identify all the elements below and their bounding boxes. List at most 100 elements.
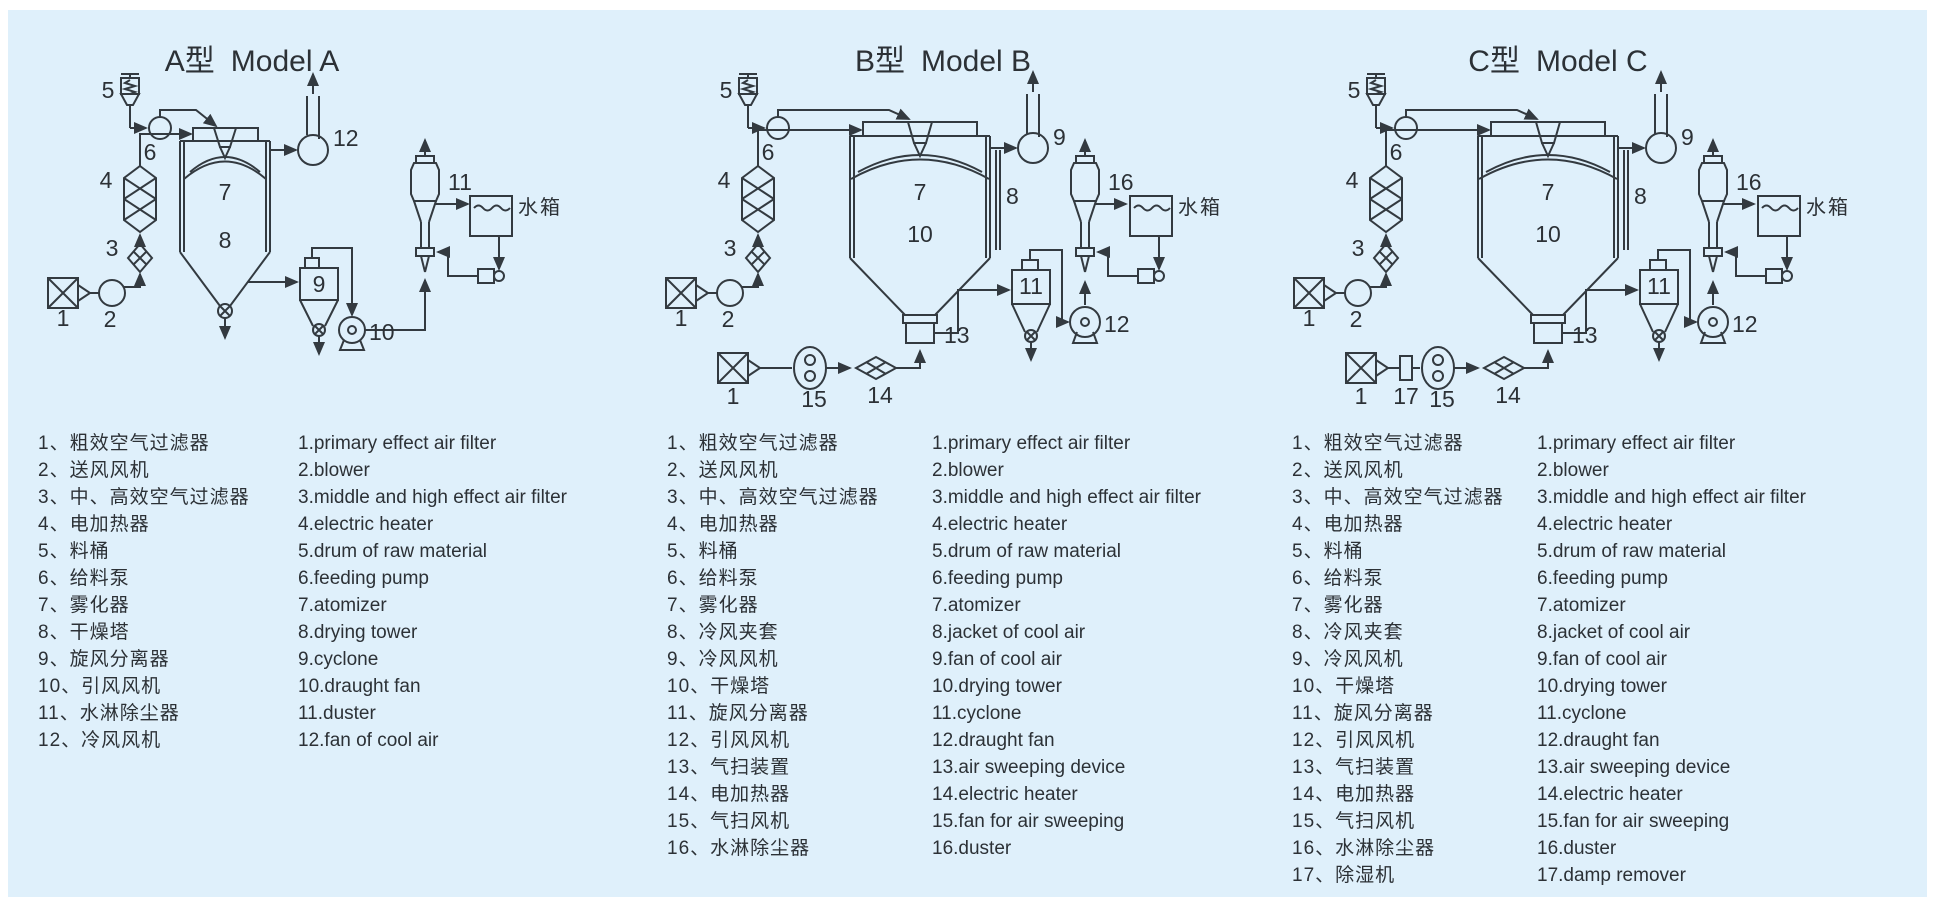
legend-item-cn: 5、料桶 xyxy=(667,541,739,562)
circulation-pump-symbol xyxy=(436,246,505,284)
diagram-label: 4 xyxy=(100,167,113,193)
exhaust-fan-symbol xyxy=(297,72,329,166)
feeding-pump-symbol xyxy=(148,109,218,140)
model-b-diagram: 5 6 4 3 1 2 7 10 8 9 13 1 15 14 11 12 16… xyxy=(665,70,1220,412)
diagram-label: 3 xyxy=(1352,235,1365,261)
model-c-labels: 5 6 4 3 1 2 7 10 8 9 13 1 17 15 14 11 12… xyxy=(1303,77,1848,412)
sheet-background xyxy=(8,10,1927,897)
legend-item-cn: 4、电加热器 xyxy=(1292,514,1404,535)
diagram-label: 9 xyxy=(1681,124,1694,150)
legend-item-en: 14.electric heater xyxy=(932,784,1078,805)
diagram-label: 9 xyxy=(1053,124,1066,150)
legend-row: 10、干燥塔 10.drying tower xyxy=(667,673,1201,700)
drum-symbol xyxy=(1365,73,1394,134)
water-tank-symbol xyxy=(1095,195,1173,271)
legend-item-cn: 1、粗效空气过滤器 xyxy=(667,433,839,454)
legend-row: 3、中、高效空气过滤器 3.middle and high effect air… xyxy=(1292,484,1806,511)
diagram-label: 16 xyxy=(1108,169,1134,195)
legend-item-en: 12.draught fan xyxy=(932,730,1055,751)
circulation-pump-symbol xyxy=(1096,246,1165,284)
legend-item-cn: 8、冷风夹套 xyxy=(1292,622,1404,643)
legend-item-en: 15.fan for air sweeping xyxy=(932,811,1125,832)
diagram-label: 3 xyxy=(106,235,119,261)
diagram-label: 12 xyxy=(1732,311,1758,337)
diagram-label: 14 xyxy=(867,382,893,408)
legend-item-cn: 8、干燥塔 xyxy=(38,622,130,643)
legend-item-en: 11.duster xyxy=(298,703,376,724)
diagram-label: 8 xyxy=(1006,183,1019,209)
legend-row: 11、旋风分离器 11.cyclone xyxy=(1292,700,1806,727)
blower-symbol xyxy=(716,272,764,307)
legend-item-cn: 13、气扫装置 xyxy=(1292,757,1416,778)
legend-row: 1、粗效空气过滤器 1.primary effect air filter xyxy=(38,430,567,457)
legend-row: 15、气扫风机 15.fan for air sweeping xyxy=(1292,808,1806,835)
diagram-label: 11 xyxy=(1019,273,1043,299)
draught-fan-symbol xyxy=(338,278,431,351)
air-filter-symbol xyxy=(665,277,717,309)
legend-row: 15、气扫风机 15.fan for air sweeping xyxy=(667,808,1201,835)
electric-heater-symbol xyxy=(123,128,193,234)
legend-item-en: 4.electric heater xyxy=(1537,514,1673,535)
legend-item-en: 6.feeding pump xyxy=(298,568,429,589)
diagram-label: 16 xyxy=(1736,169,1762,195)
model-c-diagram: 5 6 4 3 1 2 7 10 8 9 13 1 17 15 14 11 12… xyxy=(1293,70,1848,412)
legend-item-cn: 15、气扫风机 xyxy=(1292,811,1416,832)
legend-row: 9、旋风分离器 9.cyclone xyxy=(38,646,567,673)
legend-row: 11、水淋除尘器 11.duster xyxy=(38,700,567,727)
diagram-label: 13 xyxy=(944,322,970,348)
air-filter-symbol xyxy=(47,277,99,309)
diagram-label: 10 xyxy=(907,221,933,247)
drying-tower-symbol xyxy=(1477,121,1646,344)
legend-item-en: 11.cyclone xyxy=(932,703,1022,724)
legend-item-en: 8.drying tower xyxy=(298,622,418,643)
cyclone-symbol xyxy=(934,249,1070,362)
legend-item-cn: 16、水淋除尘器 xyxy=(667,838,811,859)
diagram-label: 4 xyxy=(1346,167,1359,193)
cyclone-symbol xyxy=(1562,249,1698,362)
legend-item-cn: 7、雾化器 xyxy=(1292,595,1384,616)
legend-item-en: 16.duster xyxy=(1537,838,1617,859)
legend-item-en: 1.primary effect air filter xyxy=(1537,433,1736,454)
model-b-labels: 5 6 4 3 1 2 7 10 8 9 13 1 15 14 11 12 16… xyxy=(675,77,1220,412)
legend-item-cn: 2、送风风机 xyxy=(667,460,779,481)
legend-row: 13、气扫装置 13.air sweeping device xyxy=(1292,754,1806,781)
model-b-title-en: Model B xyxy=(920,45,1032,78)
legend-row: 4、电加热器 4.electric heater xyxy=(667,511,1201,538)
diagram-label: 17 xyxy=(1393,383,1419,409)
legend-item-en: 12.draught fan xyxy=(1537,730,1660,751)
legend-row: 16、水淋除尘器 16.duster xyxy=(1292,835,1806,862)
legend-item-en: 2.blower xyxy=(1537,460,1609,481)
duster-symbol xyxy=(1070,138,1100,273)
legend-item-en: 1.primary effect air filter xyxy=(932,433,1131,454)
legend-item-cn: 2、送风风机 xyxy=(1292,460,1404,481)
feeding-pump-symbol xyxy=(766,108,911,140)
legend-row: 8、冷风夹套 8.jacket of cool air xyxy=(667,619,1201,646)
sweep-air-filter-symbol xyxy=(717,352,792,384)
legend-row: 4、电加热器 4.electric heater xyxy=(38,511,567,538)
diagram-label: 3 xyxy=(724,235,737,261)
legend-row: 13、气扫装置 13.air sweeping device xyxy=(667,754,1201,781)
diagram-label: 10 xyxy=(1535,221,1561,247)
model-a-legend: 1、粗效空气过滤器 1.primary effect air filter 2、… xyxy=(38,430,567,754)
model-a-labels: 5 6 4 3 1 2 7 8 12 9 10 11 水箱 xyxy=(57,77,560,345)
legend-item-cn: 3、中、高效空气过滤器 xyxy=(667,487,879,508)
legend-row: 6、给料泵 6.feeding pump xyxy=(1292,565,1806,592)
legend-item-en: 6.feeding pump xyxy=(932,568,1063,589)
legend-row: 7、雾化器 7.atomizer xyxy=(38,592,567,619)
diagram-label: 13 xyxy=(1572,322,1598,348)
legend-row: 10、引风风机 10.draught fan xyxy=(38,673,567,700)
legend-row: 1、粗效空气过滤器 1.primary effect air filter xyxy=(667,430,1201,457)
legend-row: 2、送风风机 2.blower xyxy=(38,457,567,484)
diagram-label: 1 xyxy=(675,305,688,331)
air-filter-symbol xyxy=(1293,277,1345,309)
diagram-label: 2 xyxy=(104,306,117,332)
diagram-label: 14 xyxy=(1495,382,1521,408)
legend-row: 9、冷风风机 9.fan of cool air xyxy=(667,646,1201,673)
legend-item-en: 11.cyclone xyxy=(1537,703,1627,724)
legend-item-en: 6.feeding pump xyxy=(1537,568,1668,589)
diagram-label: 7 xyxy=(219,179,232,205)
legend-row: 5、料桶 5.drum of raw material xyxy=(667,538,1201,565)
duster-symbol xyxy=(1698,138,1728,273)
